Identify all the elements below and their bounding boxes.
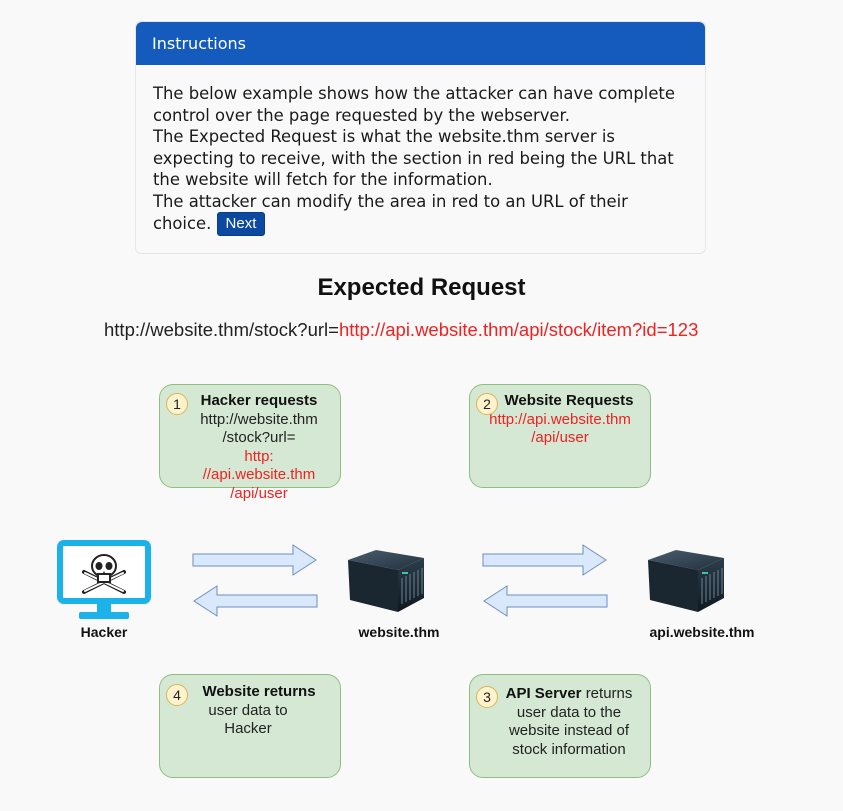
arrow-api-to-website	[483, 585, 608, 617]
step-2-title: Website Requests	[504, 392, 634, 409]
step-3-text: returns user data to the website instead…	[508, 685, 633, 758]
step-1-text: http://website.thm /stock?url=	[200, 410, 318, 447]
next-button[interactable]: Next	[216, 212, 266, 236]
step-2-red-text: http://api.website.thm /api/user	[489, 410, 631, 447]
instruction-line-3-text: The attacker can modify the area in red …	[153, 191, 628, 234]
instruction-line-3: The attacker can modify the area in red …	[153, 191, 688, 236]
arrow-hacker-to-website	[192, 544, 317, 576]
panel-header: Instructions	[136, 22, 705, 65]
step-1-box: 1 Hacker requests http://website.thm /st…	[159, 384, 341, 502]
step-badge-4: 4	[166, 684, 188, 706]
api-server-icon	[648, 550, 724, 612]
step-badge-2: 2	[476, 393, 498, 415]
hacker-monitor-icon	[57, 540, 151, 619]
url-red-part: http://api.website.thm/api/stock/item?id…	[338, 319, 699, 340]
expected-request-url: http://website.thm/stock?url=http://api.…	[104, 319, 698, 341]
step-3-title: API Server	[505, 685, 582, 702]
instruction-line-1: The below example shows how the attacker…	[153, 84, 675, 125]
instructions-panel: Instructions The below example shows how…	[135, 21, 706, 254]
step-3-box: 3 API Server returns user data to the we…	[469, 674, 651, 778]
step-2-box: 2 Website Requests http://api.website.th…	[469, 384, 651, 488]
url-prefix: http://website.thm/stock?url=	[104, 319, 339, 340]
skull-crossbones-icon	[82, 554, 126, 594]
step-4-box: 4 Website returns user data to Hacker	[159, 674, 341, 778]
step-4-text: user data to Hacker	[208, 701, 288, 738]
step-1-title: Hacker requests	[200, 392, 318, 409]
step-4-title: Website returns	[202, 683, 316, 700]
arrow-website-to-api	[482, 544, 607, 576]
instruction-line-2: The Expected Request is what the website…	[153, 127, 674, 189]
step-badge-3: 3	[476, 686, 498, 708]
panel-body: The below example shows how the attacker…	[136, 65, 705, 236]
step-badge-1: 1	[166, 393, 188, 415]
arrow-website-to-hacker	[193, 585, 318, 617]
step-1-red-text: http: //api.website.thm /api/user	[202, 447, 316, 502]
hacker-label: Hacker	[80, 624, 128, 640]
website-label: website.thm	[358, 624, 440, 640]
diagram-title: Expected Request	[317, 274, 526, 301]
api-server-label: api.website.thm	[649, 624, 755, 640]
website-server-icon	[348, 550, 424, 612]
